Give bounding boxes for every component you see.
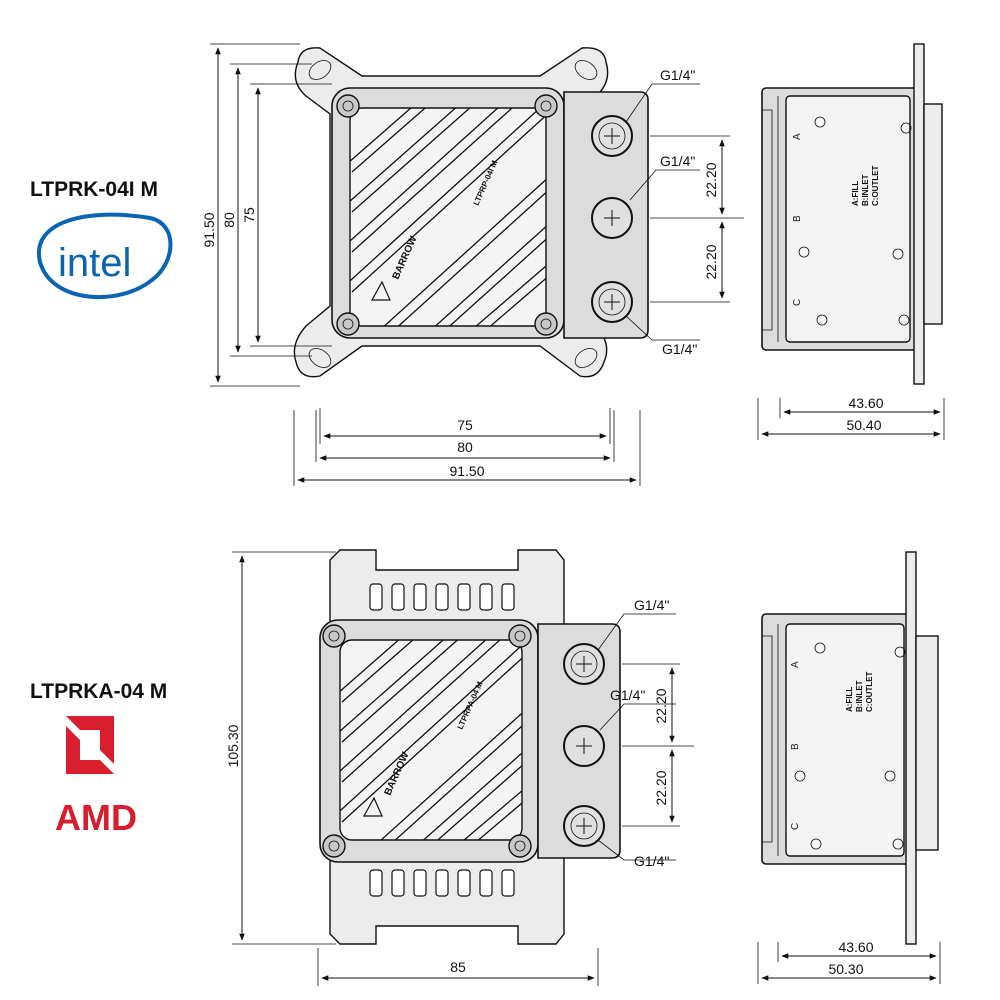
intel-side-view	[761, 43, 943, 385]
amd-logo-text: AMD	[55, 797, 137, 838]
amd-port-spacing-2: 22.20	[653, 770, 669, 805]
intel-port-spacing-dims	[650, 135, 744, 303]
intel-screws	[336, 94, 558, 336]
amd-port-spacing-1: 22.20	[653, 688, 669, 723]
intel-height-outer: 91.50	[201, 212, 217, 247]
amd-port-spacing-dims	[622, 663, 694, 827]
amd-side-total: 50.30	[828, 961, 863, 977]
amd-port-letter-b: B	[790, 743, 801, 750]
intel-top-plate	[349, 107, 547, 327]
intel-port-letter-b: B	[792, 215, 803, 222]
amd-thread-2: G1/4"	[610, 687, 645, 703]
amd-logo: AMD	[55, 716, 137, 838]
intel-port-spacing-2: 22.20	[703, 244, 719, 279]
intel-model-label: LTPRK-04I M	[30, 178, 158, 201]
amd-side-depth: 43.60	[838, 939, 873, 955]
intel-width-inner: 75	[457, 417, 473, 433]
amd-top-plate	[339, 639, 523, 841]
intel-ports	[591, 115, 633, 323]
amd-model-label: LTPRKA-04 M	[30, 680, 167, 703]
intel-width-outer: 91.50	[449, 463, 484, 479]
intel-vertical-dims	[210, 43, 332, 387]
intel-port-letter-a: A	[792, 133, 803, 140]
amd-legend-inlet: B:INLET	[855, 680, 864, 712]
amd-port-letter-c: C	[790, 823, 801, 830]
amd-grooves	[340, 640, 522, 840]
intel-side-dims	[757, 398, 945, 440]
intel-legend-inlet: B:INLET	[861, 174, 870, 206]
intel-width-mid: 80	[457, 439, 473, 455]
intel-legend-fill: A:FILL	[851, 181, 860, 206]
intel-thread-3: G1/4"	[662, 341, 697, 357]
amd-brand-mark	[362, 796, 383, 817]
intel-side-total: 50.40	[846, 417, 881, 433]
amd-legend-outlet: C:OUTLET	[865, 671, 874, 712]
intel-brand-mark	[370, 280, 391, 301]
intel-legend-outlet: C:OUTLET	[871, 165, 880, 206]
amd-width-outer: 85	[450, 959, 466, 975]
amd-horizontal-dims	[317, 948, 599, 986]
amd-side-view	[761, 551, 939, 945]
intel-grooves	[350, 108, 546, 326]
amd-port-letter-a: A	[790, 661, 801, 668]
intel-horizontal-dims	[293, 408, 641, 486]
amd-screws	[322, 624, 532, 858]
amd-vertical-dims	[232, 551, 336, 945]
amd-legend-fill: A:FILL	[845, 687, 854, 712]
intel-logo: intel	[36, 212, 173, 299]
amd-thread-3: G1/4"	[634, 853, 669, 869]
amd-height-outer: 105.30	[225, 724, 241, 767]
intel-port-spacing-1: 22.20	[703, 162, 719, 197]
intel-port-letter-c: C	[792, 299, 803, 306]
amd-side-dims	[757, 942, 941, 984]
amd-thread-1: G1/4"	[634, 597, 669, 613]
intel-section: LTPRK-04I M intel	[30, 43, 945, 486]
intel-side-depth: 43.60	[848, 395, 883, 411]
intel-thread-1: G1/4"	[660, 67, 695, 83]
intel-thread-2: G1/4"	[660, 153, 695, 169]
intel-logo-text: intel	[58, 241, 131, 285]
amd-ports	[563, 643, 605, 847]
intel-height-inner: 75	[241, 207, 257, 223]
amd-section: LTPRKA-04 M AMD	[30, 549, 941, 986]
intel-height-mid: 80	[221, 212, 237, 228]
